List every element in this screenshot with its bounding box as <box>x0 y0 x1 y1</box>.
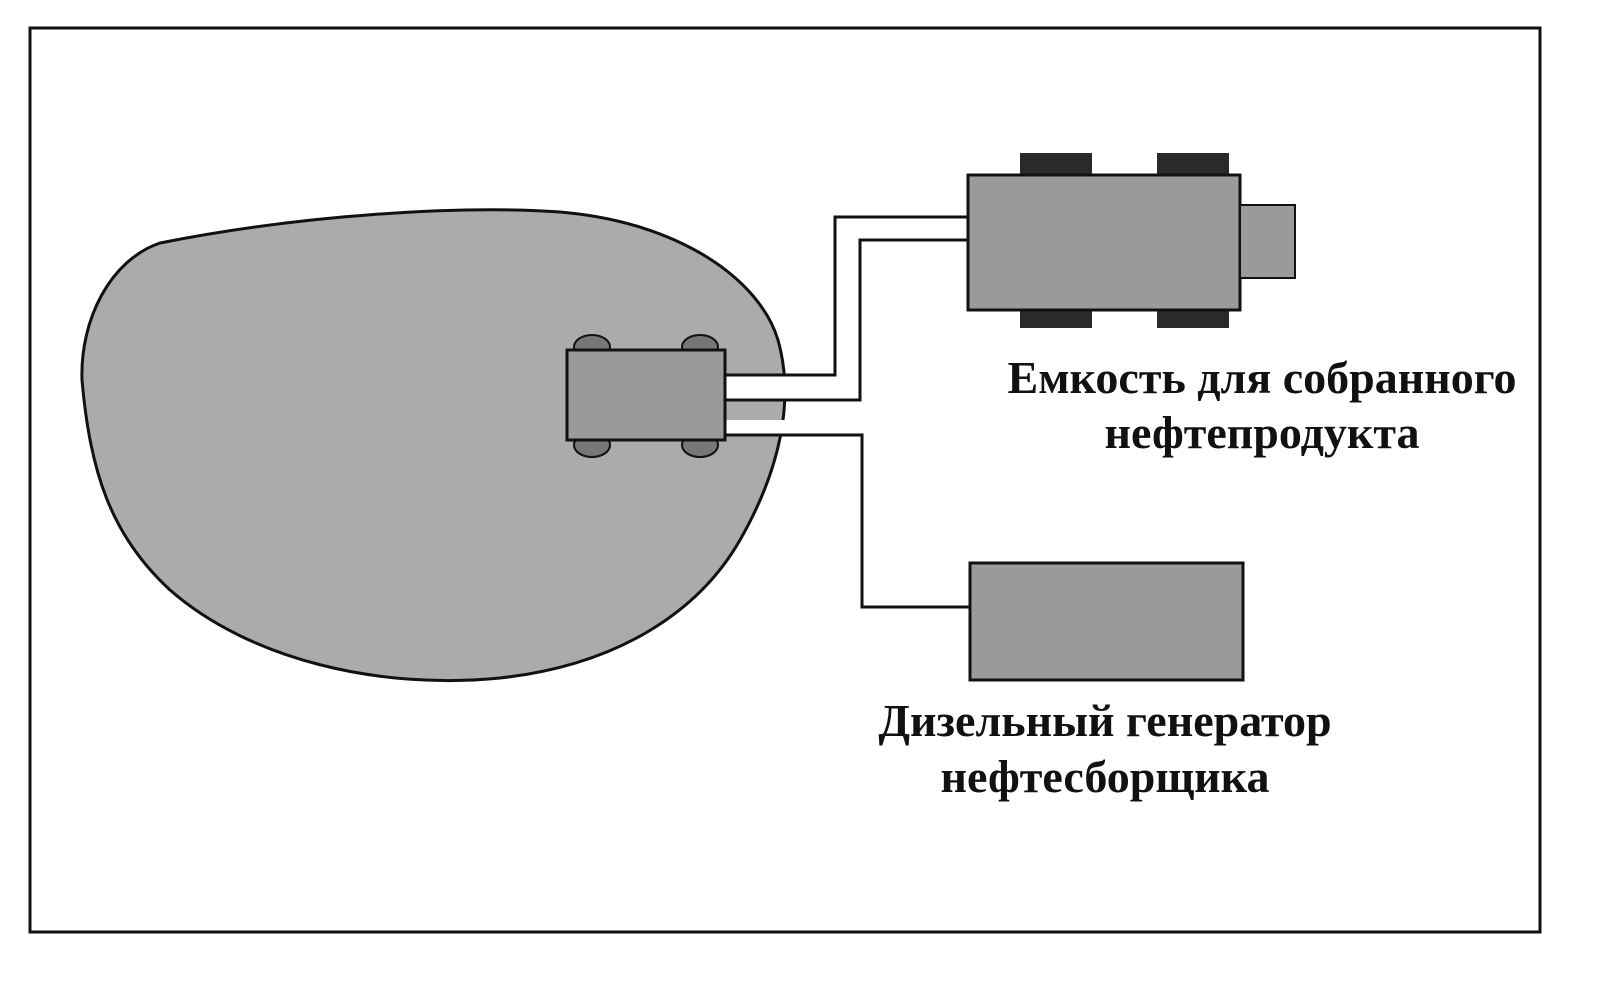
oil-skimmer <box>565 334 727 458</box>
tank-label-line1: Емкость для собранного <box>1008 352 1517 403</box>
power-cable <box>725 433 970 609</box>
hose-channel <box>725 217 968 400</box>
generator-label-line2: нефтесборщика <box>941 751 1270 802</box>
generator-label-line1: Дизельный генератор <box>878 695 1331 746</box>
collection-tank <box>966 153 1296 328</box>
oil-slick <box>80 208 787 683</box>
hose-inner-line <box>725 238 968 402</box>
tank-label-line2: нефтепродукта <box>1104 407 1419 458</box>
cable-clear-area <box>725 420 785 435</box>
hose-outer-line <box>725 215 968 377</box>
diesel-generator <box>968 561 1245 682</box>
